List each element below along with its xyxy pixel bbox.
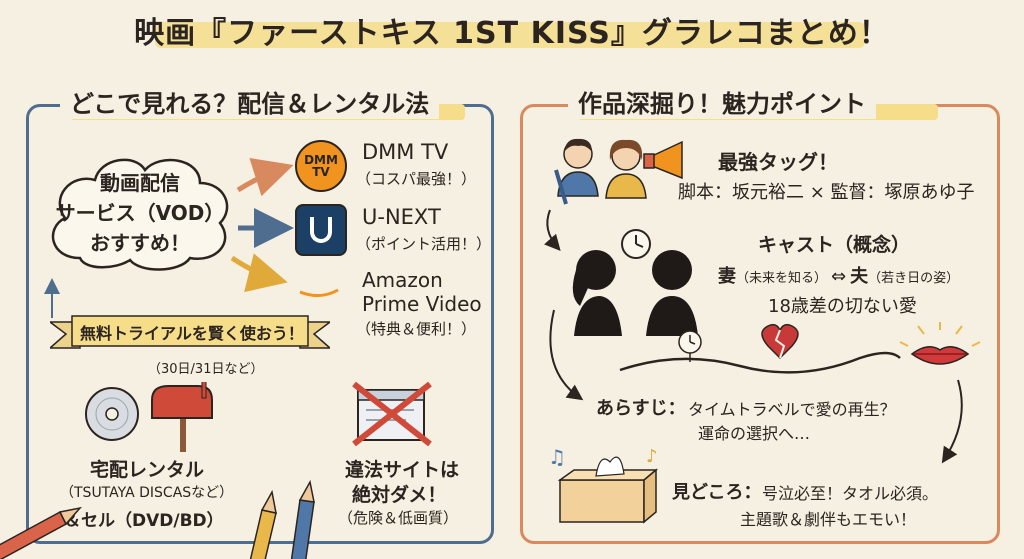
highlight-line2: 主題歌＆劇伴もエモい！ xyxy=(740,510,917,529)
cast-wife-note: （未来を知る） xyxy=(736,271,828,286)
service-note-amazon: （特典＆便利！） xyxy=(356,320,477,338)
rental-line1: 宅配レンタル xyxy=(90,459,205,481)
tag-line: 脚本：坂元裕二 × 監督：塚原あゆ子 xyxy=(678,182,975,203)
service-note-dmm: （コスパ最強！） xyxy=(356,170,477,188)
cloud-shape xyxy=(51,158,229,271)
crossed-browser-icon xyxy=(352,382,432,446)
ribbon-note: （30日/31日など） xyxy=(148,362,264,377)
cast-husband-note: （若き日の姿） xyxy=(868,271,960,286)
page-title: 映画『ファーストキス 1ST KISS』グラレコまとめ！ xyxy=(134,16,890,51)
clock-icon xyxy=(621,229,651,259)
sparkle-lines xyxy=(899,322,981,347)
dmm-logo-text-2: TV xyxy=(312,165,330,179)
svg-text:♫: ♫ xyxy=(548,445,566,469)
service-note-unext: （ポイント活用！） xyxy=(356,235,492,253)
highlight-label: 見どころ： xyxy=(672,482,762,503)
cast-line2: 妻（未来を知る）⇔夫（若き日の姿） xyxy=(718,262,959,288)
title-highlight xyxy=(155,22,865,48)
service-name-amazon-1: Amazon xyxy=(362,268,443,292)
story-line1: タイムトラベルで愛の再生？ xyxy=(688,400,896,419)
cast-wife: 妻 xyxy=(718,266,736,287)
cd-icon xyxy=(85,387,139,441)
cloud-line3: おすすめ！ xyxy=(90,231,190,255)
blue-pencil-icon xyxy=(290,479,315,559)
service-name-amazon-2: Prime Video xyxy=(362,292,482,316)
story-label: あらすじ： xyxy=(596,398,686,419)
tissue-box-icon xyxy=(557,456,659,524)
left-heading: どこで見れる？配信＆レンタル法 xyxy=(60,84,440,119)
tag-head: 最強タッグ！ xyxy=(718,150,838,174)
illegal-line2: 絶対ダメ！ xyxy=(352,484,447,506)
highlight-line1: 号泣必至！タオル必須。 xyxy=(762,484,939,503)
cloud-line1: 動画配信 xyxy=(100,171,180,195)
woman-silhouette-icon xyxy=(572,250,622,336)
red-pencil-icon xyxy=(0,506,83,559)
pencils-decoration xyxy=(0,479,315,559)
lips-icon xyxy=(910,346,970,365)
rental-line2: （TSUTAYA DISCASなど） xyxy=(60,485,234,501)
right-heading: 作品深掘り！魅力ポイント xyxy=(568,84,876,119)
cast-arrow: ⇔ xyxy=(831,266,847,287)
illegal-line3: （危険＆低画質） xyxy=(338,509,459,527)
megaphone-icon xyxy=(643,140,683,180)
illegal-line1: 違法サイトは xyxy=(345,459,460,481)
u-next-logo xyxy=(295,204,347,256)
rental-line3: ＆セル（DVD/BD） xyxy=(64,511,224,531)
man-silhouette-icon xyxy=(646,250,698,336)
mailbox-icon xyxy=(151,382,213,452)
dmm-tv-logo: DMM TV xyxy=(295,140,347,192)
ribbon-banner xyxy=(50,315,330,349)
dmm-logo-text-1: DMM xyxy=(304,153,338,167)
music-note-icon: ♫ ♪ xyxy=(548,445,658,469)
ribbon-text: 無料トライアルを賢く使おう！ xyxy=(80,324,304,343)
pen-icon xyxy=(554,169,568,205)
cloud-line2: サービス（VOD） xyxy=(55,201,225,225)
service-name-dmm: DMM TV xyxy=(362,140,449,164)
cast-silhouettes xyxy=(572,229,698,336)
u-next-u-icon xyxy=(310,217,332,243)
small-clock-icon xyxy=(678,330,702,362)
cloud-text: 動画配信 サービス（VOD） おすすめ！ xyxy=(44,168,236,258)
person-woman-icon xyxy=(605,139,647,199)
broken-heart-icon xyxy=(761,323,799,360)
service-name-unext: U-NEXT xyxy=(362,205,441,229)
cast-husband: 夫 xyxy=(850,266,869,287)
creators-illustration xyxy=(554,138,683,205)
disc-and-mailbox xyxy=(85,382,213,452)
story-line2: 運命の選択へ… xyxy=(698,424,811,443)
timeline-illustration xyxy=(544,209,981,464)
cast-head: キャスト（概念） xyxy=(758,234,911,256)
person-man-icon xyxy=(557,138,599,197)
svg-text:♪: ♪ xyxy=(646,446,658,467)
yellow-pencil-icon xyxy=(249,489,277,559)
tissue-box-illustration: ♫ ♪ xyxy=(548,445,659,524)
cast-line3: 18歳差の切ない愛 xyxy=(768,296,917,317)
